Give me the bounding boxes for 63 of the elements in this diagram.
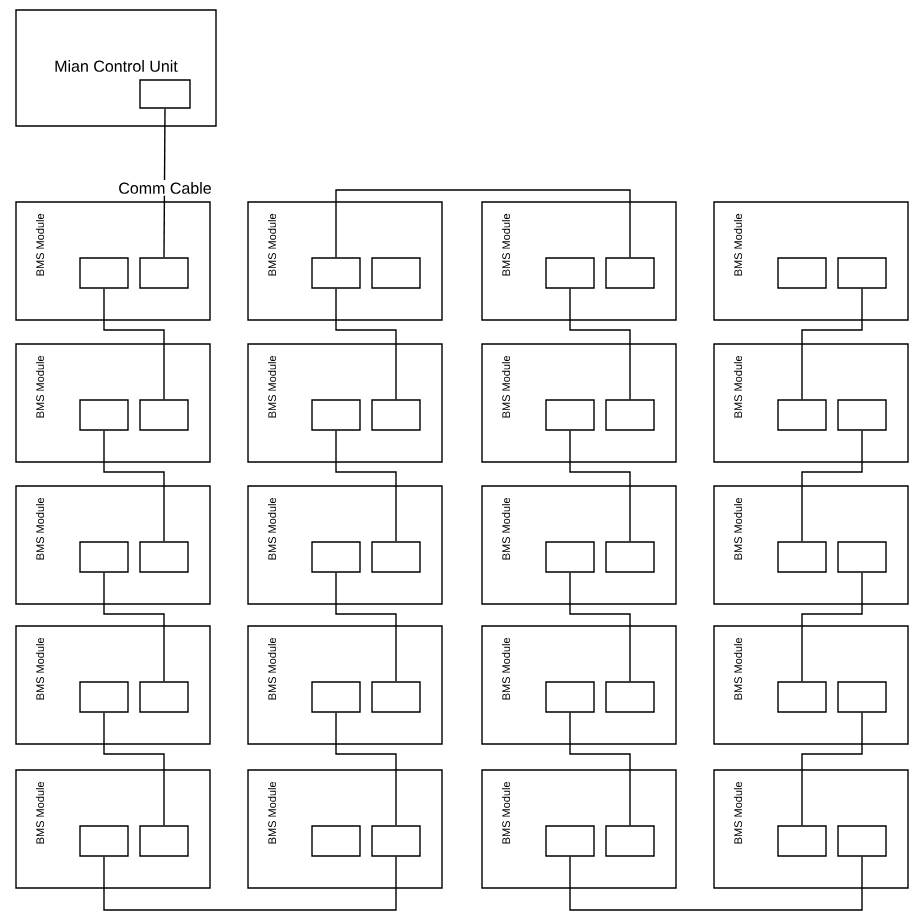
port-box <box>837 825 887 857</box>
port-box <box>311 681 361 713</box>
edge-label: Comm Cable <box>116 180 214 196</box>
control-unit-box: Mian Control Unit <box>15 9 217 127</box>
cable-line <box>335 288 397 400</box>
port-box <box>605 541 655 573</box>
port-box <box>311 825 361 857</box>
port-box <box>545 257 595 289</box>
port-box <box>837 541 887 573</box>
port-box <box>777 399 827 431</box>
cable-line <box>103 856 397 911</box>
port-box <box>605 681 655 713</box>
port-box <box>777 257 827 289</box>
port-box <box>139 541 189 573</box>
port-box <box>605 257 655 289</box>
port-box <box>139 681 189 713</box>
port-box <box>139 399 189 431</box>
port-box <box>311 541 361 573</box>
cable-line <box>335 430 397 542</box>
cable-line <box>103 288 165 400</box>
port-box <box>311 257 361 289</box>
cable-line <box>569 856 863 911</box>
port-box <box>545 399 595 431</box>
cable-line <box>569 712 631 826</box>
port-box <box>777 541 827 573</box>
port-box <box>545 541 595 573</box>
cable-line <box>335 572 397 682</box>
port-box <box>139 257 189 289</box>
cable-line <box>103 712 165 826</box>
cable-line <box>569 430 631 542</box>
port-box <box>79 825 129 857</box>
port-box <box>371 825 421 857</box>
cable-line <box>801 288 863 400</box>
cable-line <box>335 189 631 258</box>
port-box <box>139 825 189 857</box>
port-box <box>371 399 421 431</box>
port-box <box>79 541 129 573</box>
port-box <box>371 541 421 573</box>
port-box <box>139 79 191 109</box>
cable-line <box>569 288 631 400</box>
port-box <box>837 257 887 289</box>
port-box <box>777 825 827 857</box>
cable-line <box>801 430 863 542</box>
cable-line <box>569 572 631 682</box>
port-box <box>837 399 887 431</box>
port-box <box>605 399 655 431</box>
cable-line <box>335 712 397 826</box>
cable-line <box>801 712 863 826</box>
port-box <box>79 681 129 713</box>
port-box <box>837 681 887 713</box>
cable-line <box>103 430 165 542</box>
port-box <box>311 399 361 431</box>
port-box <box>371 681 421 713</box>
port-box <box>79 257 129 289</box>
port-box <box>79 399 129 431</box>
port-box <box>371 257 421 289</box>
port-box <box>777 681 827 713</box>
port-box <box>605 825 655 857</box>
cable-line <box>103 572 165 682</box>
port-box <box>545 825 595 857</box>
cable-line <box>163 108 166 258</box>
cable-line <box>801 572 863 682</box>
port-box <box>545 681 595 713</box>
